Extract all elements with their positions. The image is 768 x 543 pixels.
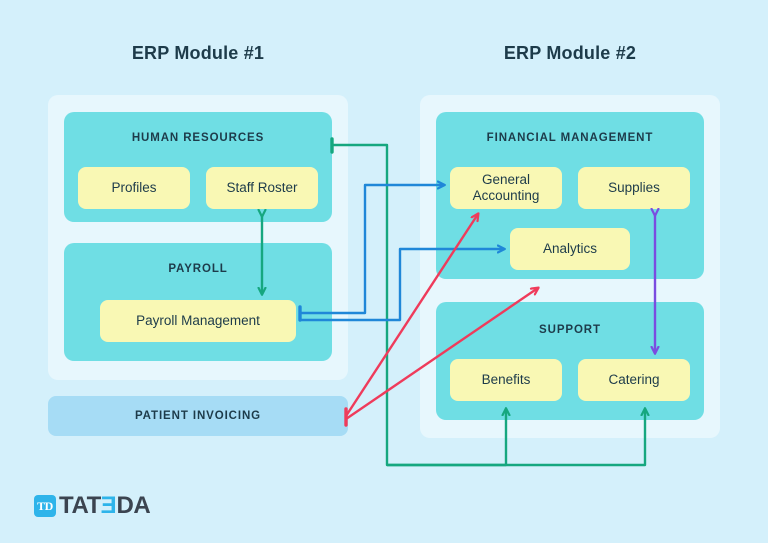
card-profiles[interactable]: Profiles bbox=[78, 167, 190, 209]
card-benefits[interactable]: Benefits bbox=[450, 359, 562, 401]
section-title-support: SUPPORT bbox=[539, 324, 601, 336]
logo-word-part-3: DA bbox=[116, 492, 151, 519]
section-title-payroll: PAYROLL bbox=[168, 263, 228, 275]
tateeda-logo: TD TATEDA bbox=[34, 492, 151, 520]
bar-patient-invoicing[interactable]: PATIENT INVOICING bbox=[48, 396, 348, 436]
card-general-accounting[interactable]: General Accounting bbox=[450, 167, 562, 209]
logo-wordmark: TATEDA bbox=[59, 492, 151, 520]
module-title-left: ERP Module #1 bbox=[131, 43, 265, 63]
card-catering[interactable]: Catering bbox=[578, 359, 690, 401]
card-staff-roster[interactable]: Staff Roster bbox=[206, 167, 318, 209]
card-payroll-management[interactable]: Payroll Management bbox=[100, 300, 296, 342]
module-title-right: ERP Module #2 bbox=[503, 43, 637, 63]
card-supplies[interactable]: Supplies bbox=[578, 167, 690, 209]
section-title-human-resources: HUMAN RESOURCES bbox=[131, 132, 265, 144]
section-title-financial-management: FINANCIAL MANAGEMENT bbox=[486, 132, 654, 144]
logo-mark-icon: TD bbox=[34, 495, 56, 517]
logo-word-part-1: TAT bbox=[59, 492, 101, 519]
logo-word-reversed-e: E bbox=[100, 492, 117, 519]
card-analytics[interactable]: Analytics bbox=[510, 228, 630, 270]
